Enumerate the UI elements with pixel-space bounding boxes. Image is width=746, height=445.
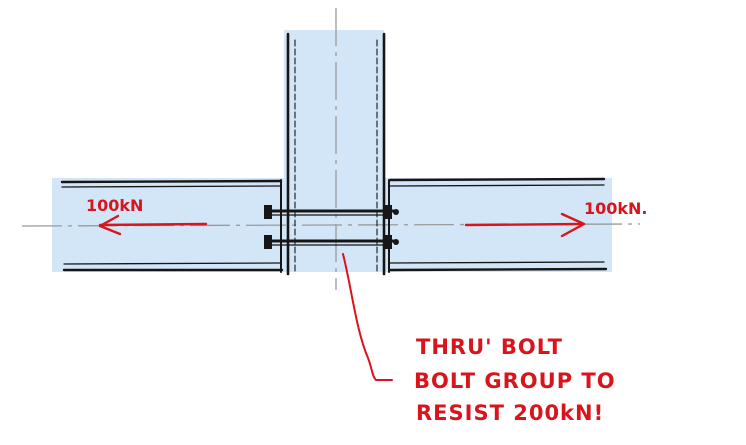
right-load-arrow <box>464 212 586 238</box>
left-load-label: 100kN <box>86 196 143 215</box>
right-beam <box>388 177 608 272</box>
bolt-top-end <box>393 209 399 215</box>
column <box>280 32 390 276</box>
right-arrow-shaft <box>464 222 584 227</box>
left-load-arrow <box>98 214 208 236</box>
bolt-bottom-end <box>393 239 399 245</box>
column-fill <box>284 30 384 272</box>
left-beam <box>60 179 284 272</box>
bolt-bottom <box>264 235 399 249</box>
right-load-label: 100kN. <box>584 199 648 218</box>
leader-line <box>342 253 393 381</box>
right-beam-top-flange <box>388 177 606 182</box>
bolt-group <box>264 205 399 249</box>
note-line-3: RESIST 200kN! <box>416 401 604 425</box>
right-beam-bottom-flange <box>388 267 608 272</box>
bolt-bottom-nut <box>384 235 392 249</box>
left-beam-top-flange <box>60 179 283 184</box>
left-beam-top-flange-inner <box>61 185 282 188</box>
note-line-2: BOLT GROUP TO <box>414 369 616 393</box>
bolt-bottom-head <box>264 235 272 249</box>
right-beam-bottom-flange-inner <box>389 261 605 264</box>
left-beam-bottom-flange-inner <box>63 262 282 265</box>
right-arrow-head <box>560 212 586 238</box>
left-arrow-shaft <box>98 222 208 227</box>
right-beam-top-flange-inner <box>389 184 605 187</box>
note-line-1: THRU' BOLT <box>416 335 563 359</box>
member-fills <box>52 30 612 272</box>
left-arrow-head <box>98 214 122 236</box>
bolt-top <box>264 205 399 219</box>
bolt-top-nut <box>384 205 392 219</box>
bolt-top-head <box>264 205 272 219</box>
